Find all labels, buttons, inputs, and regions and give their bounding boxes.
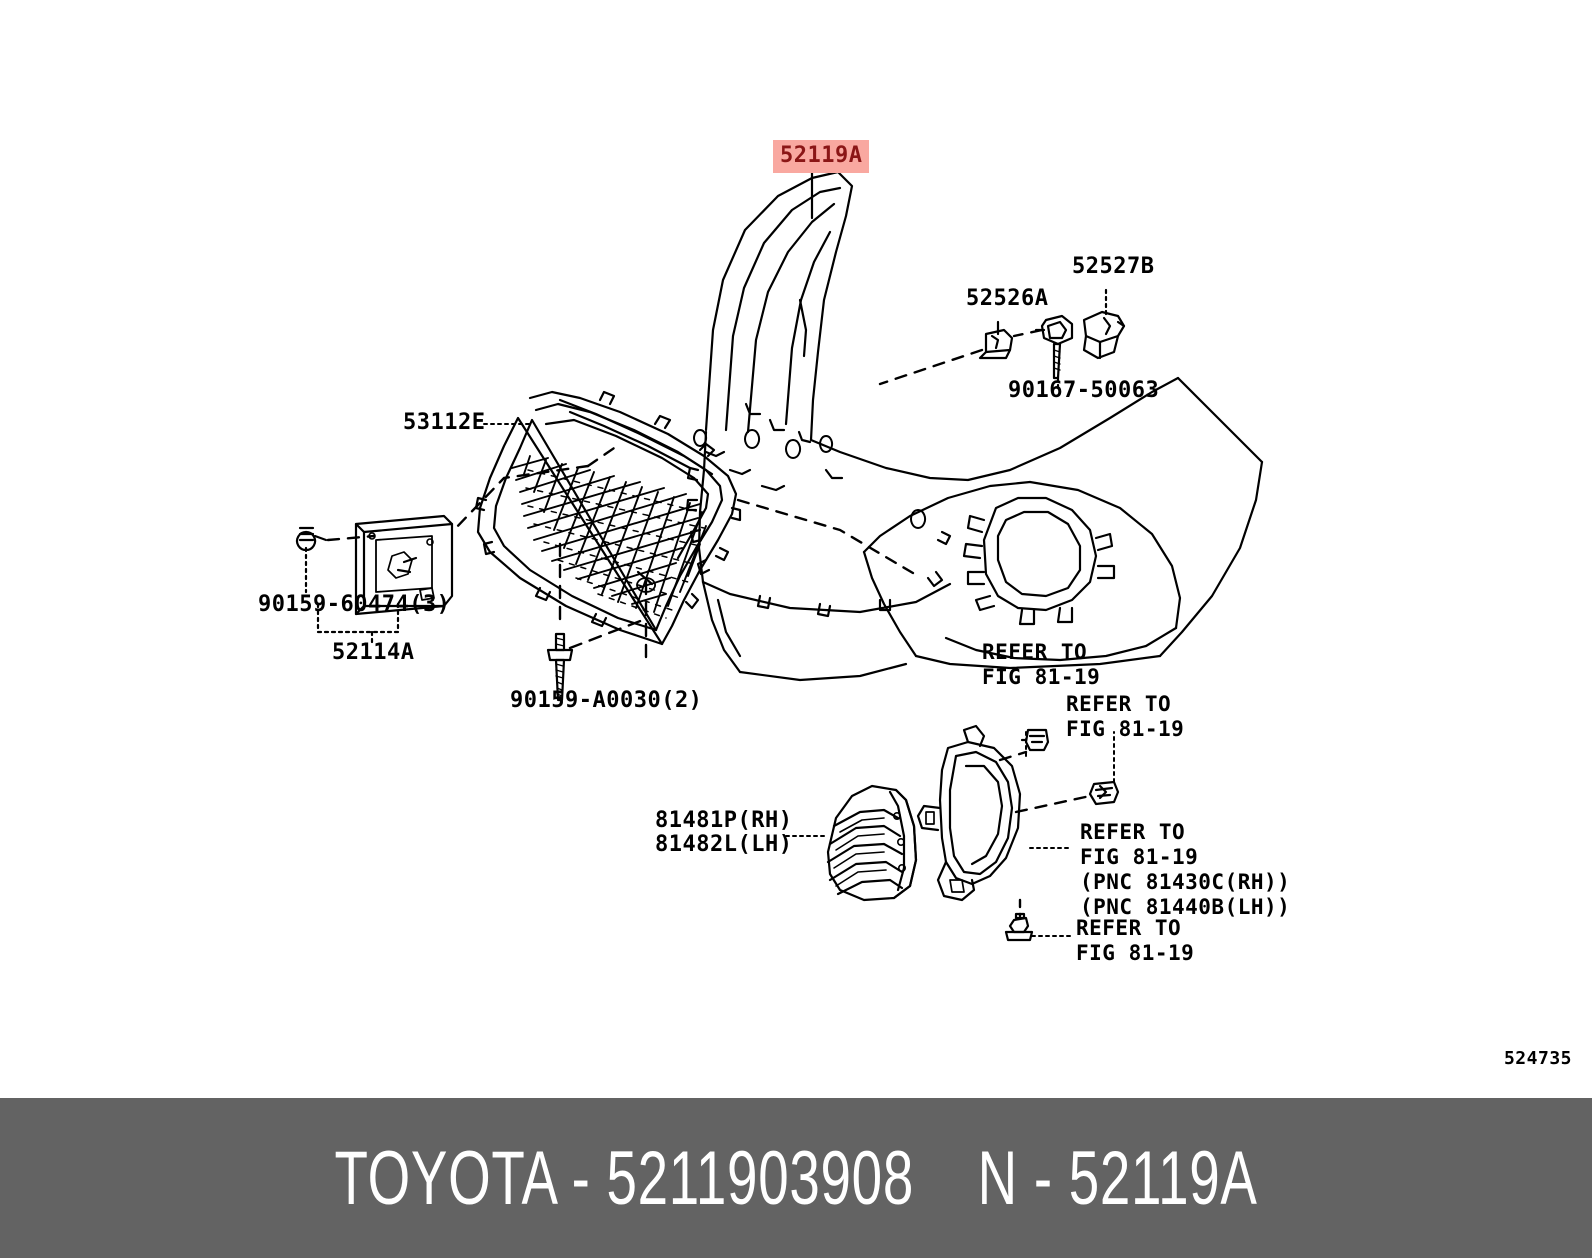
- callout-53112e: 53112E: [403, 410, 486, 435]
- clip-52527b: [1082, 310, 1126, 360]
- callout-refer-to-1-line2: FIG 81-19: [982, 665, 1101, 689]
- assembly-guides: [326, 328, 1092, 918]
- callout-90167-50063: 90167-50063: [1008, 378, 1160, 403]
- leader-52114a: [316, 602, 400, 634]
- bottom-banner: TOYOTA - 5211903908 N - 52119A: [0, 1098, 1592, 1258]
- callout-refer-to-4-line1: REFER TO: [1076, 916, 1182, 940]
- callout-90159-60474: 90159-60474(3): [258, 592, 451, 617]
- callout-refer-to-3-line1: REFER TO: [1080, 820, 1186, 844]
- fog-lamp-cover: [826, 784, 918, 902]
- callout-81481p-rh: 81481P(RH): [655, 808, 793, 833]
- bumper-cover-outline: [685, 170, 1264, 682]
- callout-refer-to-2-line1: REFER TO: [1066, 692, 1172, 716]
- license-plate-bracket: [354, 514, 454, 616]
- radiator-grille: [474, 390, 742, 646]
- retainer-52526a: [978, 328, 1014, 360]
- bolt-mid-bezel: [1088, 780, 1120, 806]
- callout-90159-a0030: 90159-A0030(2): [510, 688, 703, 713]
- callout-refer-to-3-line2: FIG 81-19: [1080, 845, 1199, 869]
- callout-81482l-lh: 81482L(LH): [655, 832, 793, 857]
- banner-part-number-text: TOYOTA - 5211903908 N - 52119A: [334, 1135, 1258, 1221]
- callout-refer-to-1-line1: REFER TO: [982, 640, 1088, 664]
- callout-52114a: 52114A: [332, 640, 415, 665]
- callout-52119a: 52119A: [773, 140, 870, 173]
- screw-90159-60474: [295, 526, 328, 552]
- technical-drawing: [295, 170, 1264, 942]
- fog-lamp-bezel: [916, 724, 1022, 902]
- callout-52526a: 52526A: [966, 286, 1049, 311]
- bolt-90167-50063: [1034, 314, 1074, 380]
- callout-refer-to-3-pnc-lh: (PNC 81440B(LH)): [1080, 895, 1291, 919]
- callout-refer-to-3-pnc-rh: (PNC 81430C(RH)): [1080, 870, 1291, 894]
- screw-90159-a0030: [546, 632, 574, 702]
- diagram-canvas: 52119A 52526A 52527B 90167-50063 53112E …: [258, 140, 1572, 1069]
- bolt-lower-bezel: [1004, 912, 1034, 942]
- diagram-id-number: 524735: [1503, 1048, 1572, 1069]
- callout-52527b: 52527B: [1072, 254, 1155, 279]
- callout-refer-to-4-line2: FIG 81-19: [1076, 941, 1195, 965]
- callout-refer-to-2-line2: FIG 81-19: [1066, 717, 1185, 741]
